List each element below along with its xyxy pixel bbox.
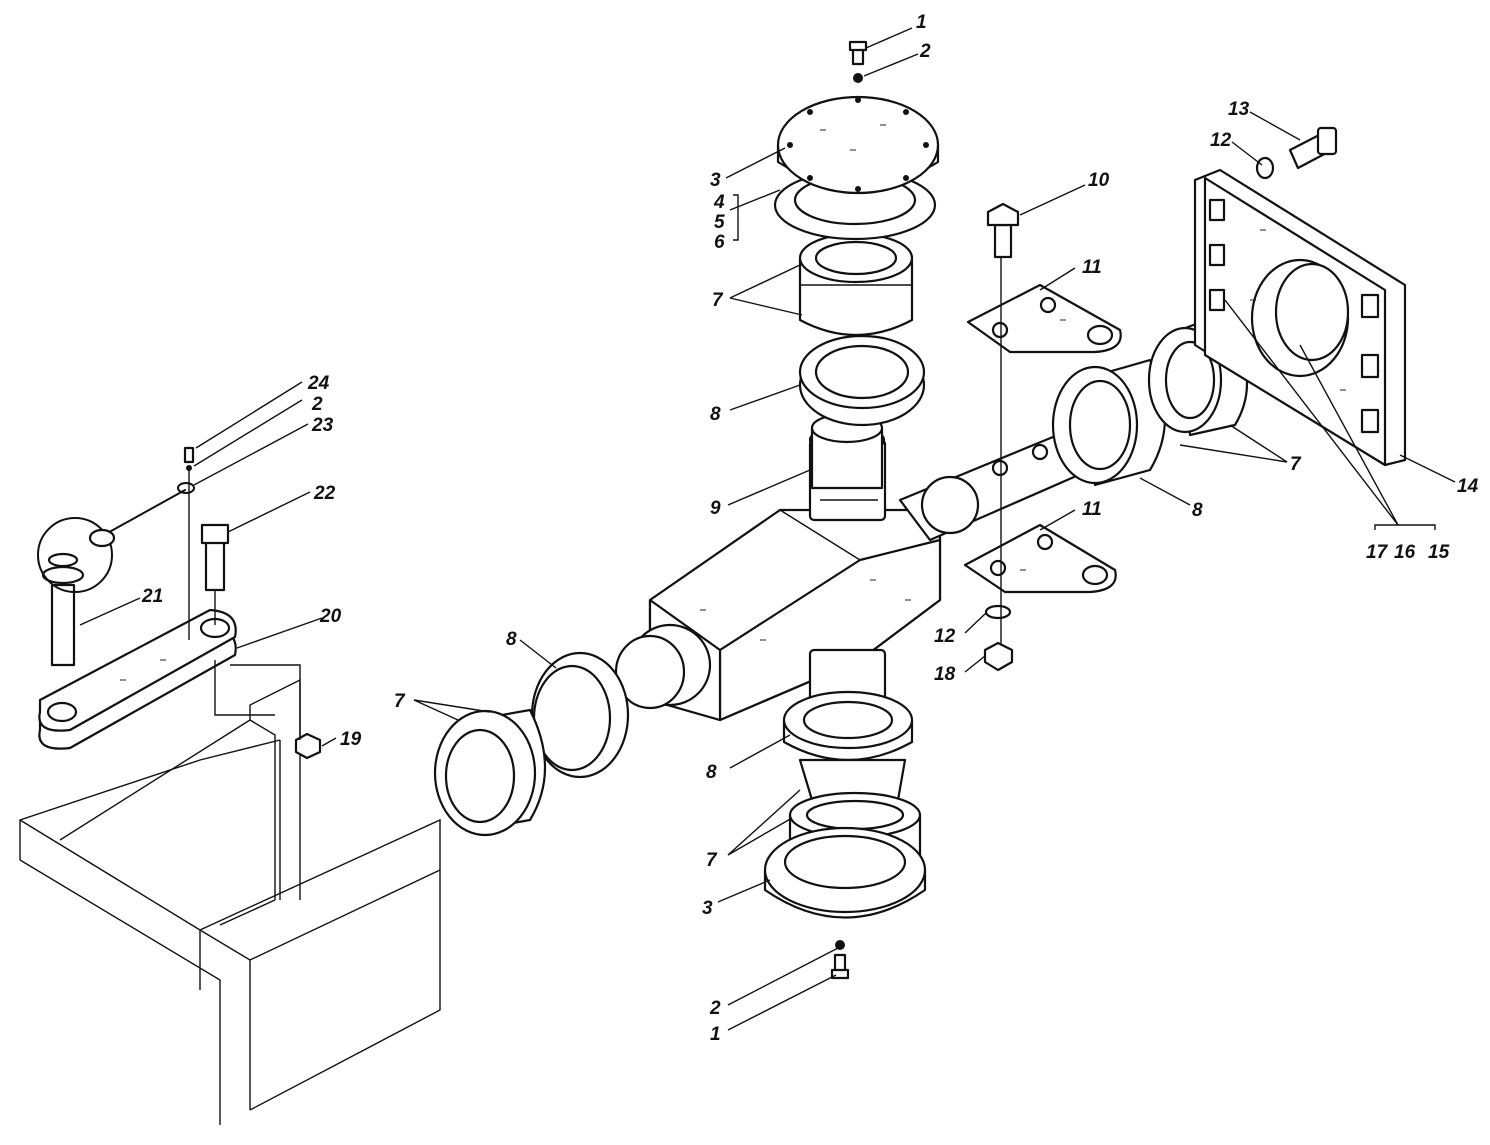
- right-race-part-8: [1051, 358, 1166, 487]
- bracket-part-11-lower: [963, 523, 1117, 594]
- callout-24: 24: [307, 373, 330, 394]
- callout-7-right: 7: [1290, 454, 1302, 475]
- left-race-part-8: [530, 651, 630, 779]
- surface-texture: [120, 124, 1346, 681]
- nut-part-18: [983, 641, 1014, 672]
- bracket-part-11-upper: [966, 283, 1122, 354]
- top-bearing-part-7: [798, 232, 914, 337]
- callout-8-right: 8: [1192, 500, 1203, 521]
- callout-16: 16: [1394, 542, 1416, 563]
- callout-13: 13: [1228, 99, 1250, 120]
- vehicle-frame-outline: [19, 678, 441, 1125]
- callout-19: 19: [340, 729, 362, 750]
- callout-20: 20: [319, 606, 342, 627]
- callout-11-upper: 11: [1082, 257, 1102, 278]
- callout-8-left: 8: [506, 629, 517, 650]
- callout-9: 9: [710, 498, 721, 519]
- callout-23: 23: [311, 415, 334, 436]
- callout-21: 21: [141, 586, 163, 607]
- callout-7-top: 7: [712, 290, 724, 311]
- top-bolt-part-1: [848, 40, 868, 66]
- callout-15: 15: [1428, 542, 1450, 563]
- callout-17: 17: [1366, 542, 1389, 563]
- bolt-part-22: [200, 523, 230, 592]
- part-9-journal: [810, 412, 884, 490]
- callout-14: 14: [1457, 476, 1479, 497]
- bottom-bolt-part-1: [830, 953, 850, 980]
- callout-4: 4: [713, 192, 725, 213]
- callout-7-bottom: 7: [706, 850, 718, 871]
- callout-12-lower: 12: [934, 626, 956, 647]
- bolt-part-10: [986, 202, 1020, 259]
- callout-2-bottom: 2: [709, 998, 721, 1019]
- callout-1-top: 1: [916, 12, 927, 33]
- screw-part-24: [183, 446, 195, 464]
- callout-10: 10: [1088, 170, 1110, 191]
- callout-18: 18: [934, 664, 956, 685]
- callout-12-top: 12: [1210, 130, 1232, 151]
- callout-2-top: 2: [919, 41, 931, 62]
- nut-part-19: [294, 732, 322, 760]
- callout-8-bottom: 8: [706, 762, 717, 783]
- callout-7-left: 7: [394, 691, 406, 712]
- callout-22: 22: [313, 483, 336, 504]
- callout-1-bottom: 1: [710, 1024, 721, 1045]
- callout-3-top: 3: [710, 170, 721, 191]
- washer-part-12-lower: [984, 604, 1012, 620]
- pin-part-21: [37, 517, 113, 667]
- right-arm-bar: [898, 428, 1092, 542]
- top-cover-part-3: [776, 95, 940, 195]
- leader-lines: [79, 27, 1456, 1031]
- callout-8-top: 8: [710, 404, 721, 425]
- left-bearing-part-7: [433, 708, 546, 837]
- mounting-plate-part-14: [1193, 168, 1407, 467]
- callout-6: 6: [714, 232, 725, 253]
- bottom-race-part-8: [782, 690, 914, 762]
- callout-5: 5: [714, 212, 725, 233]
- callout-labels: 1 2 3 4 5 6 7 8 9 10 11 11 12 13 14 7 8 …: [141, 12, 1479, 1045]
- plate-washer-part-12: [1255, 156, 1275, 180]
- callout-2-left: 2: [311, 394, 323, 415]
- callout-3-bottom: 3: [702, 898, 713, 919]
- assembly-axis-lines: [188, 258, 1002, 900]
- left-spindle: [614, 623, 712, 710]
- top-race-part-8: [798, 334, 926, 427]
- plate-bolt-part-13: [1288, 126, 1338, 170]
- callout-11-lower: 11: [1082, 499, 1102, 520]
- link-part-20: [38, 608, 237, 750]
- lanyard-part-23: [88, 482, 195, 548]
- washer-part-2-left: [186, 465, 192, 471]
- top-washer-part-2: [853, 73, 863, 83]
- bottom-cover-part-3: [763, 826, 927, 919]
